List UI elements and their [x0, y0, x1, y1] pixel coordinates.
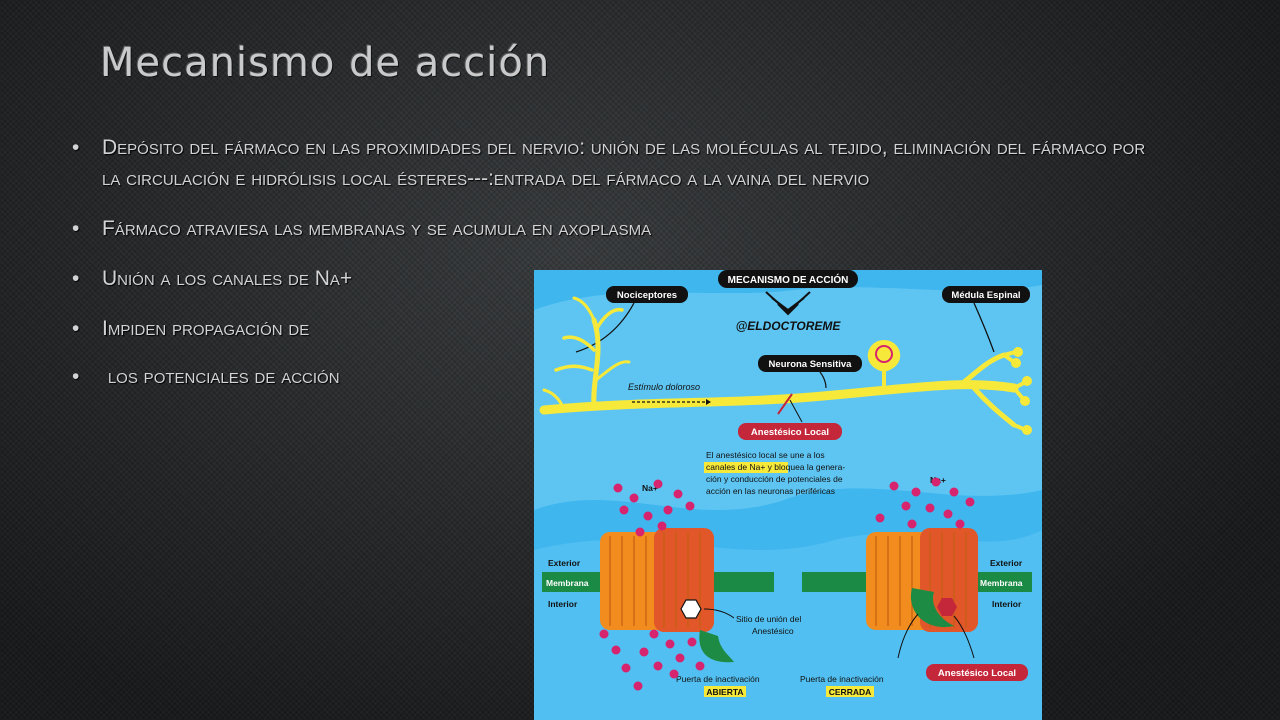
neurona-label: Neurona Sensitiva: [769, 359, 853, 370]
highlight: [704, 686, 746, 697]
anestesico-label: Anestésico Local: [938, 668, 1016, 679]
anesthetic-label-pill: [738, 423, 842, 440]
membrana-label: Membrana: [980, 578, 1023, 588]
description-highlight: canales de Na+ y bloquea: [706, 462, 805, 472]
bullet-item: Fármaco atraviesa las membranas y se acu…: [70, 213, 1150, 244]
figure-title: MECANISMO DE ACCIÓN: [728, 273, 849, 286]
abierta-label: ABIERTA: [706, 687, 743, 697]
pointer-arrow: [973, 302, 995, 353]
membrana-label: Membrana: [546, 578, 589, 588]
description-line: El anestésico local se une a los: [706, 450, 825, 460]
mechanism-figure: MECANISMO DE ACCIÓN @ELDOCTOREME Nocicep…: [534, 270, 1042, 720]
medula-label: Médula Espinal: [951, 290, 1020, 301]
sodium-channel-closed: [866, 528, 978, 632]
anesthetic-label-pill: [926, 664, 1028, 681]
description-rest: la genera-: [805, 462, 846, 472]
neuron-nucleus: [875, 345, 893, 363]
bullet-list: Depósito del fármaco en las proximidades…: [70, 132, 1150, 411]
arrowhead: [706, 399, 711, 405]
sodium-ions: [599, 477, 975, 691]
bullet-item: Depósito del fármaco en las proximidades…: [70, 132, 1150, 194]
bullet-item: Impiden propagación de: [70, 313, 1150, 344]
pointer-arrow: [703, 608, 735, 619]
highlight: [704, 462, 788, 473]
description-line: acción en las neuronas periféricas: [706, 486, 835, 496]
pointer-arrow: [897, 613, 919, 659]
interior-label: Interior: [548, 599, 578, 609]
figure-title-pill: [718, 270, 858, 288]
pointer-arrow: [575, 302, 635, 353]
highlight: [826, 686, 874, 697]
label-pill: [942, 286, 1030, 303]
sodium-label: Na+: [642, 483, 658, 493]
bullet-item: los potenciales de acción: [70, 361, 1150, 392]
sitio-label: Anestésico: [752, 626, 794, 636]
neuron-soma: [867, 340, 901, 372]
estimulo-label: Estímulo doloroso: [628, 382, 700, 392]
anestesico-label: Anestésico Local: [751, 427, 829, 438]
bullet-item: Unión a los canales de Na+: [70, 263, 1150, 294]
slide-title: Mecanismo de acción: [100, 40, 551, 86]
description-line: canales de Na+ y bloquea la genera-: [706, 462, 845, 472]
label-pill: [606, 286, 688, 303]
label-pill: [758, 355, 862, 372]
description-line: ción y conducción de potenciales de: [706, 474, 843, 484]
author-handle: @ELDOCTOREME: [736, 319, 842, 333]
exterior-label: Exterior: [548, 558, 581, 568]
logo-icon: [765, 291, 811, 316]
anesthetic-block-mark: [777, 393, 793, 415]
neuron-terminals: [1011, 347, 1032, 435]
puerta-label: Puerta de inactivación: [800, 674, 884, 684]
sitio-label: Sitio de unión del: [736, 614, 801, 624]
pointer-arrow: [819, 371, 827, 389]
nociceptores-label: Nociceptores: [617, 290, 677, 301]
puerta-label: Puerta de inactivación: [676, 674, 760, 684]
mechanism-diagram: MECANISMO DE ACCIÓN @ELDOCTOREME Nocicep…: [534, 270, 1042, 720]
pointer-arrow: [789, 399, 803, 423]
interior-label: Interior: [992, 599, 1022, 609]
exterior-label: Exterior: [990, 558, 1023, 568]
cerrada-label: CERRADA: [829, 687, 872, 697]
pointer-arrow: [953, 615, 975, 659]
sodium-channel-open: [600, 528, 734, 663]
